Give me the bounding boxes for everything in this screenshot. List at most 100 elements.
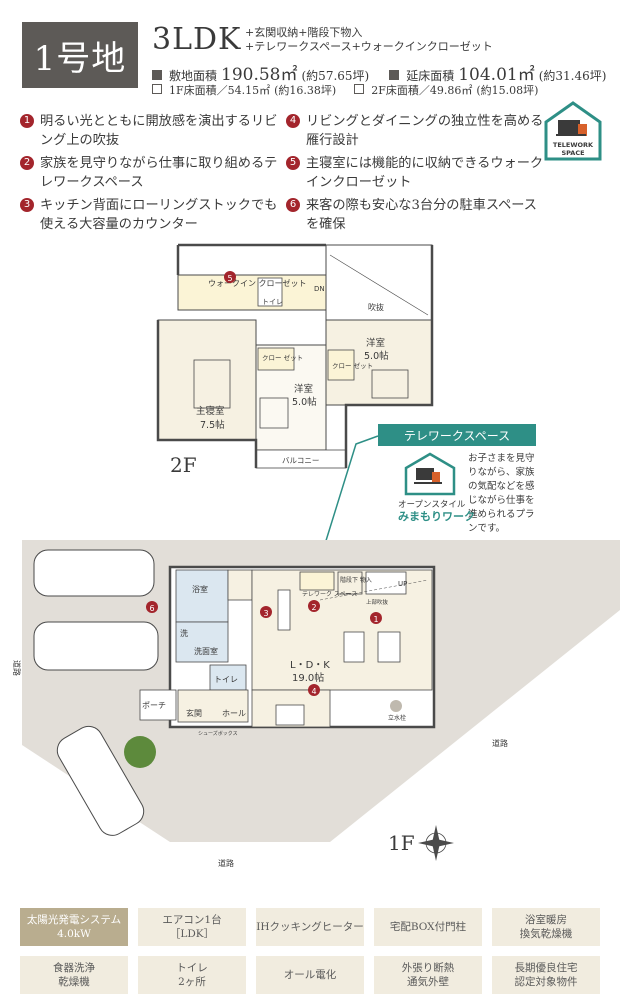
square-marker	[354, 84, 365, 94]
square-marker	[152, 84, 162, 94]
washroom-label: 洗面室	[194, 646, 218, 656]
hall-label: ホール	[222, 709, 246, 718]
garden-tree	[124, 736, 156, 768]
fukinuke-2f-label: 吹抜	[368, 302, 384, 312]
telework-icon-label-1: TELEWORK	[553, 141, 594, 149]
wic-label: ウォークイン クローゼット	[208, 278, 307, 288]
square-marker	[152, 70, 162, 80]
western-room-2-size: 5.0帖	[364, 350, 389, 362]
feature-2: 2 家族を見守りながら仕事に取り組めるテレワークスペース	[20, 154, 278, 192]
floor-area-tsubo: (約31.46坪)	[538, 69, 607, 83]
telework-icon-label-2: SPACE	[561, 149, 584, 157]
floor-area-value: 104.01㎡	[458, 65, 535, 85]
floor-area-label: 延床面積	[406, 69, 455, 83]
north-compass-icon	[418, 825, 454, 861]
feature-text: 家族を見守りながら仕事に取り組めるテレワークスペース	[40, 156, 278, 190]
feature-3: 3 キッチン背面にローリングストックでも使える大容量のカウンター	[20, 196, 278, 234]
extras-line-2: +テレワークスペース+ウォークインクローゼット	[245, 40, 493, 53]
mimamori-work-label: みまもりワーク	[398, 510, 475, 523]
stair-storage-label: 階段下 物入	[340, 576, 372, 584]
road-label-bottom: 道路	[218, 858, 234, 868]
feature-number: 5	[286, 156, 300, 170]
telework-desk-icon	[404, 452, 456, 496]
feature-text: 来客の際も安心な3台分の駐車スペースを確保	[306, 198, 537, 232]
equipment-item: 浴室暖房 換気乾燥機	[492, 908, 600, 946]
equipment-item: 外張り断熱 通気外壁	[374, 956, 482, 994]
equipment-grid: 太陽光発電システム 4.0kW エアコン1台 ［LDK］ IHクッキングヒーター…	[20, 908, 600, 994]
site-area-label: 敷地面積	[169, 69, 218, 83]
western-room-2-label: 洋室	[366, 337, 385, 349]
wash-label: 洗	[180, 628, 188, 638]
site-area: 敷地面積 190.58㎡ (約57.65坪) 延床面積 104.01㎡ (約31…	[152, 60, 606, 85]
open-style-label: オープンスタイル	[398, 500, 466, 510]
site-area-value: 190.58㎡	[221, 65, 298, 85]
extras-line-1: +玄関収納+階段下物入	[245, 26, 363, 39]
toilet-1f-label: トイレ	[214, 675, 238, 684]
equipment-item: 食器洗浄 乾燥機	[20, 956, 128, 994]
closet-label: クロー ゼット	[262, 353, 303, 362]
telework-callout-title: テレワークスペース	[378, 424, 536, 446]
feature-6: 6 来客の際も安心な3台分の駐車スペースを確保	[286, 196, 544, 234]
floor-1-plan	[22, 540, 620, 842]
car-3	[56, 725, 145, 836]
marker-5-label: 5	[227, 274, 232, 283]
floor1-area: 1F床面積／54.15㎡	[169, 84, 271, 97]
svg-text:2: 2	[311, 603, 316, 612]
toilet-2f-label: トイレ	[262, 298, 283, 306]
road-label-right: 道路	[492, 738, 508, 748]
ldk-size: 19.0帖	[292, 671, 324, 684]
equipment-item: 長期優良住宅 認定対象物件	[492, 956, 600, 994]
feature-number: 4	[286, 114, 300, 128]
ldk-label: L・D・K	[290, 660, 330, 671]
shoes-box-label: シューズボックス	[198, 730, 238, 737]
car-2	[33, 621, 159, 671]
bath-label: 浴室	[192, 584, 208, 594]
plan-title: 3LDK	[152, 22, 242, 57]
floor-2-label: 2F	[170, 453, 197, 477]
feature-number: 2	[20, 156, 34, 170]
feature-markers-1f: 1 2 3 4 6	[146, 600, 382, 696]
feature-number: 1	[20, 114, 34, 128]
up-label: UP	[398, 580, 407, 588]
feature-text: リビングとダイニングの独立性を高める雁行設計	[306, 114, 544, 148]
faucet-label: 立水栓	[388, 714, 406, 722]
genkan-label: 玄関	[186, 708, 202, 718]
master-bedroom-label: 主寝室	[196, 405, 225, 417]
svg-text:3: 3	[263, 609, 268, 618]
site-area-tsubo: (約57.65坪)	[301, 69, 370, 83]
feature-text: 主寝室には機能的に収納できるウォークインクローゼット	[306, 156, 544, 190]
telework-space-icon: TELEWORK SPACE	[544, 101, 602, 161]
feature-text: キッチン背面にローリングストックでも使える大容量のカウンター	[40, 198, 278, 232]
feature-5: 5 主寝室には機能的に収納できるウォークインクローゼット	[286, 154, 544, 192]
floor2-tsubo: (約15.08坪)	[476, 84, 539, 97]
equipment-item: 太陽光発電システム 4.0kW	[20, 908, 128, 946]
floor-1-label: 1F	[388, 831, 415, 855]
marker-5	[224, 271, 236, 283]
square-marker	[389, 70, 400, 80]
fukinuke-mark-label: 上部吹抜	[366, 598, 389, 606]
dn-label: DN	[314, 285, 325, 293]
floor-plan: ウォークイン クローゼット トイレ 主寝室 7.5帖 クロー ゼット クロー ゼ…	[12, 243, 620, 868]
road-label-left: 道路	[12, 660, 22, 676]
western-room-size: 5.0帖	[292, 396, 317, 408]
master-bedroom-size: 7.5帖	[200, 419, 225, 431]
floor2-area: 2F床面積／49.86㎡	[371, 84, 473, 97]
telework-space-label: テレワーク スペース	[302, 591, 357, 598]
callout-line	[319, 435, 379, 561]
floor1-tsubo: (約16.38坪)	[274, 84, 337, 97]
feature-number: 3	[20, 198, 34, 212]
equipment-item: エアコン1台 ［LDK］	[138, 908, 246, 946]
equipment-item: IHクッキングヒーター	[256, 908, 364, 946]
equipment-item: オール電化	[256, 956, 364, 994]
equipment-item: トイレ 2ヶ所	[138, 956, 246, 994]
feature-number: 6	[286, 198, 300, 212]
svg-text:1: 1	[373, 615, 378, 624]
feature-1: 1 明るい光とともに開放感を演出するリビング上の吹抜	[20, 112, 278, 150]
floor-areas: 1F床面積／54.15㎡ (約16.38坪) 2F床面積／49.86㎡ (約15…	[152, 82, 538, 98]
feature-4: 4 リビングとダイニングの独立性を高める雁行設計	[286, 112, 544, 150]
balcony-label: バルコニー	[282, 456, 319, 465]
svg-text:6: 6	[149, 604, 154, 613]
feature-text: 明るい光とともに開放感を演出するリビング上の吹抜	[40, 114, 278, 148]
lot-badge: 1号地	[22, 22, 138, 88]
svg-text:4: 4	[311, 687, 316, 696]
